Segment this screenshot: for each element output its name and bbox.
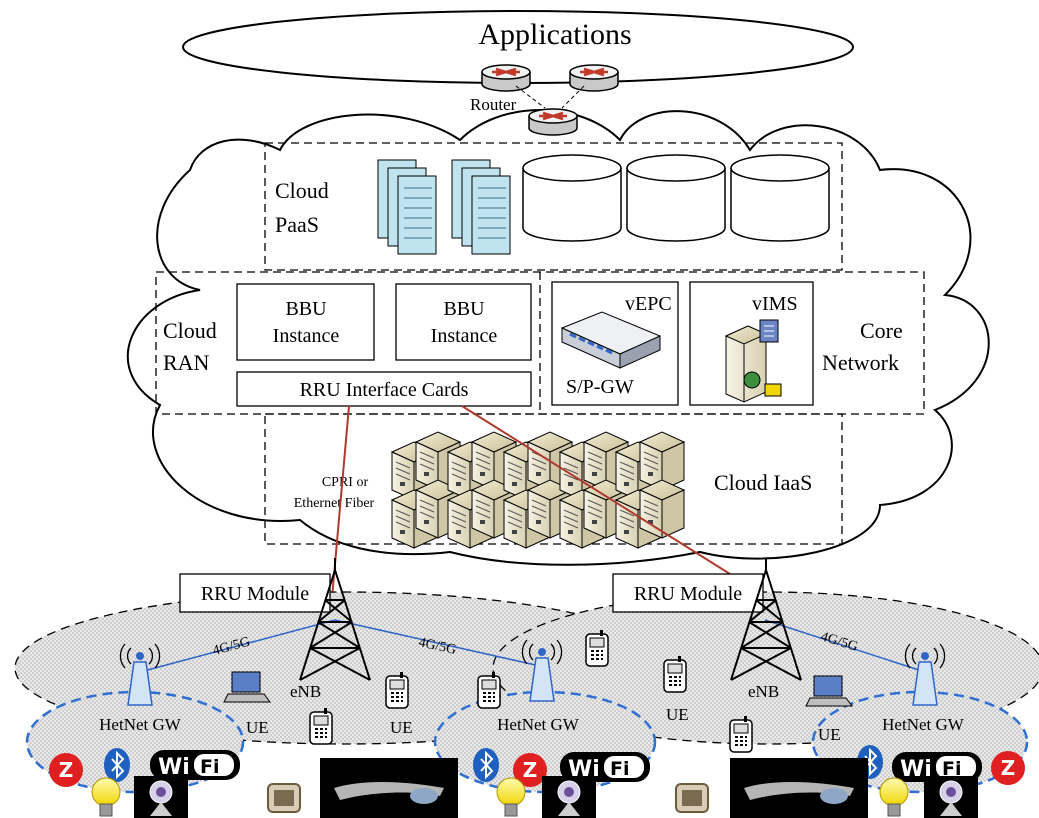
ue-label: UE <box>390 718 413 737</box>
router-label: Router <box>470 95 517 114</box>
wireless-link <box>139 619 336 673</box>
rru-interface-cards-box <box>236 371 532 407</box>
router-icon <box>569 64 619 92</box>
phone-icon <box>729 716 753 753</box>
svg-text:Z: Z <box>59 758 74 782</box>
paas-box <box>264 142 843 271</box>
router-link <box>515 85 546 109</box>
fiber-label-2: Ethernet Fiber <box>294 496 375 511</box>
wifi-logo-icon: Wi Fi <box>150 750 240 780</box>
bbu-label-2: Instance <box>273 325 340 347</box>
bbu-label-1: BBU <box>443 298 485 320</box>
webcam-icon <box>542 776 596 818</box>
phone-icon <box>477 672 501 709</box>
iaas-box <box>264 413 843 545</box>
enb-label: eNB <box>748 682 779 701</box>
bbu-label-2: Instance <box>431 325 498 347</box>
rru-module-box <box>179 573 331 613</box>
switch-icon <box>560 311 662 369</box>
access-point-icon <box>521 639 563 702</box>
vepc-label: vEPC <box>625 293 672 315</box>
fiber-line <box>461 405 731 575</box>
wireless-link <box>764 619 926 673</box>
light-bulb-icon <box>496 777 526 817</box>
wifi-logo-icon: Wi Fi <box>892 752 982 782</box>
tower-icon <box>730 558 802 681</box>
router-icon <box>481 64 531 92</box>
iaas-label: Cloud IaaS <box>714 470 812 495</box>
wireless-link <box>334 619 541 667</box>
database-icon <box>626 154 726 242</box>
hetnet-gw-label: HetNet GW <box>882 715 965 734</box>
bbu-instance-box <box>395 283 532 361</box>
router-icon <box>528 108 578 136</box>
ran-label-2: RAN <box>163 350 210 375</box>
phone-icon <box>385 672 409 709</box>
webcam-icon <box>134 776 188 818</box>
server-icon <box>638 479 686 539</box>
phones <box>309 630 753 753</box>
smart-watch-icon <box>675 783 709 813</box>
tower-icon <box>299 558 371 681</box>
smart-glasses-icon <box>320 758 458 818</box>
smart-glasses-icon <box>730 758 868 818</box>
ue-label: UE <box>246 718 269 737</box>
light-bulb-icon <box>879 777 909 817</box>
wifi-text-a: Wi <box>158 755 190 780</box>
paas-label-1: Cloud <box>275 178 329 203</box>
file-stack-icon <box>451 159 511 255</box>
laptop-icon <box>805 675 853 707</box>
wifi-text-b: Fi <box>942 758 962 780</box>
ue-label: UE <box>818 725 841 744</box>
light-bulb-icon <box>91 777 121 817</box>
webcam-icon <box>924 776 978 818</box>
zigbee-icon: Z <box>991 751 1025 785</box>
vims-label: vIMS <box>752 293 798 315</box>
router-link <box>561 85 585 109</box>
enb-label: eNB <box>290 682 321 701</box>
laptop-icon <box>223 671 271 703</box>
bluetooth-icon <box>104 748 130 782</box>
phone-icon <box>309 708 333 745</box>
access-point-icon <box>904 643 946 706</box>
svg-text:Z: Z <box>523 758 538 782</box>
ue-label: UE <box>666 705 689 724</box>
access-point-icon <box>119 643 161 706</box>
server-icon <box>638 431 686 491</box>
hetnet-gw-label: HetNet GW <box>99 715 182 734</box>
rru-module-label: RRU Module <box>201 583 309 605</box>
wifi-text-b: Fi <box>200 756 220 778</box>
database-icon <box>522 154 622 242</box>
bbu-instance-box <box>236 283 375 361</box>
rru-module-box <box>612 573 764 613</box>
ran-label-1: Cloud <box>163 318 217 343</box>
zigbee-icon: Z <box>49 753 83 787</box>
phone-icon <box>663 656 687 693</box>
wifi-text-b: Fi <box>610 758 630 780</box>
paas-label-2: PaaS <box>275 212 319 237</box>
fiber-label-1: CPRI or <box>322 475 369 490</box>
bbu-label-1: BBU <box>285 298 327 320</box>
spgw-label: S/P-GW <box>566 376 634 398</box>
rru-interface-cards-label: RRU Interface Cards <box>300 379 469 401</box>
core-label-1: Core <box>860 318 903 343</box>
bluetooth-icon <box>473 748 499 782</box>
file-stack-icon <box>377 159 437 255</box>
svg-text:Z: Z <box>1001 756 1016 780</box>
server-farm <box>390 431 686 549</box>
smart-watch-icon <box>267 783 301 813</box>
database-icon <box>730 154 830 242</box>
applications-label: Applications <box>478 18 631 51</box>
hetnet-gw-label: HetNet GW <box>497 715 580 734</box>
phone-icon <box>585 630 609 667</box>
zigbee-icon: Z <box>513 753 547 787</box>
server-icon <box>724 319 782 403</box>
rru-module-label: RRU Module <box>634 583 742 605</box>
core-label-2: Network <box>822 350 899 375</box>
